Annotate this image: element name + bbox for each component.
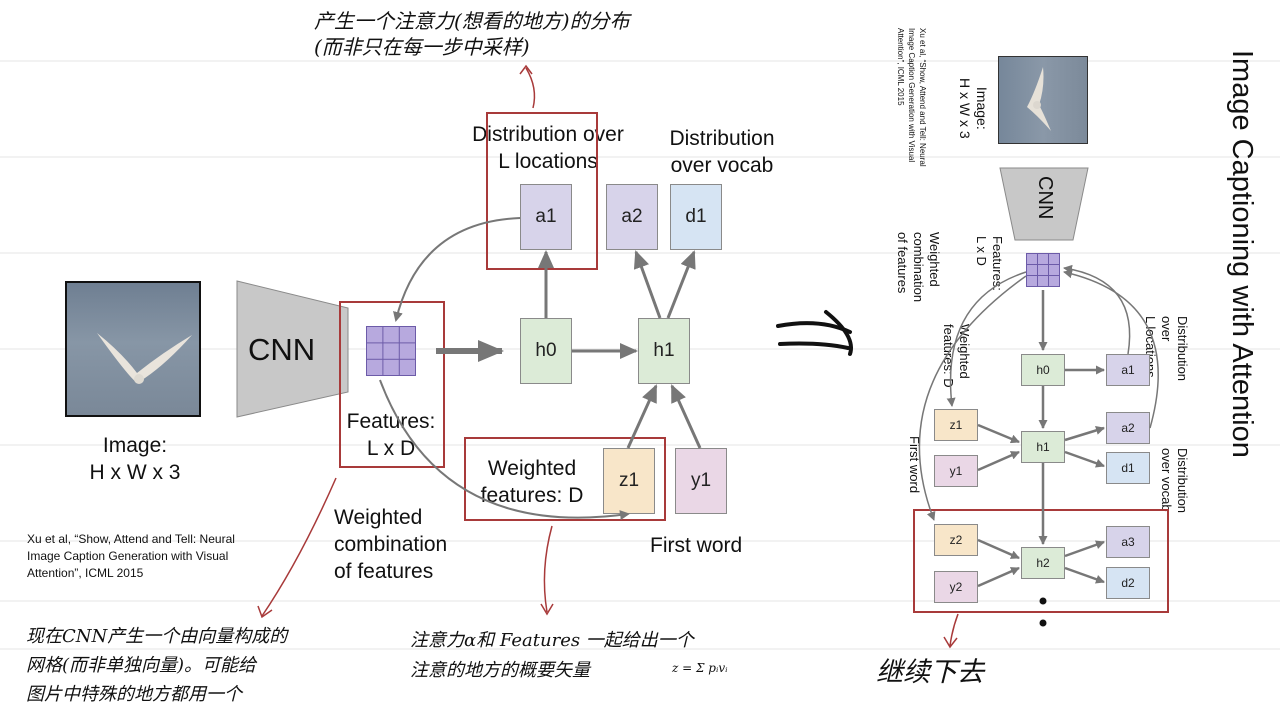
- note-bottom-mid: 注意力α和 Features 一起给出一个 注意的地方的概要矢量: [410, 630, 694, 681]
- dist-vocab-label: Distribution over vocab: [669, 127, 775, 177]
- right-h1-box: h1: [1021, 431, 1065, 463]
- note-bottom-left: 现在CNN产生一个由向量构成的 网格(而非单独向量)。可能给 图片中特殊的地方都…: [26, 626, 288, 705]
- right-z1-box: z1: [934, 409, 978, 441]
- right-a2-box: a2: [1106, 412, 1150, 444]
- note-continue: 继续下去: [876, 657, 984, 688]
- right-feature-grid: [1026, 253, 1060, 287]
- feature-grid: [366, 326, 416, 376]
- cnn-label: CNN: [248, 332, 316, 367]
- first-word-label: First word: [650, 534, 743, 557]
- right-h0-box: h0: [1021, 354, 1065, 386]
- right-z2-box: z2: [934, 524, 978, 556]
- z1-box: z1: [603, 448, 655, 514]
- ellipsis-dot-2: [1039, 619, 1047, 627]
- weighted-combination-label: Weighted combination of features: [334, 506, 448, 583]
- highlight-weighted-features: [464, 437, 666, 521]
- y1-box: y1: [675, 448, 727, 514]
- right-h2-box: h2: [1021, 547, 1065, 579]
- right-a3-box: a3: [1106, 526, 1150, 558]
- right-a1-box: a1: [1106, 354, 1150, 386]
- right-d2-box: d2: [1106, 567, 1150, 599]
- h1-box: h1: [638, 318, 690, 384]
- right-d1-box: d1: [1106, 452, 1150, 484]
- highlight-features: [339, 301, 445, 468]
- note-formula: z = Σ pᵢvᵢ: [672, 661, 728, 675]
- a1-box: a1: [520, 184, 572, 250]
- note-top: 产生一个注意力(想看的地方)的分布 (而非只在每一步中采样): [314, 9, 630, 59]
- d1-box: d1: [670, 184, 722, 250]
- image-label: Image: H x W x 3: [89, 434, 181, 484]
- right-y1-box: y1: [934, 455, 978, 487]
- a2-box: a2: [606, 184, 658, 250]
- right-bird-icon: [1027, 67, 1051, 131]
- weighted-features-label: Weighted features: D: [480, 457, 584, 507]
- dist-locations-label: Distribution over L locations: [472, 123, 624, 173]
- features-label: Features: L x D: [346, 410, 436, 460]
- h0-box: h0: [520, 318, 572, 384]
- right-bird-photo: [998, 56, 1088, 144]
- highlight-attention: [486, 112, 598, 270]
- citation: Xu et al, “Show, Attend and Tell: Neural…: [27, 532, 235, 580]
- ellipsis-dot-1: [1039, 597, 1047, 605]
- bird-icon: [97, 333, 192, 384]
- right-y2-box: y2: [934, 571, 978, 603]
- right-highlight-step2: [913, 509, 1169, 613]
- bird-photo: [65, 281, 201, 417]
